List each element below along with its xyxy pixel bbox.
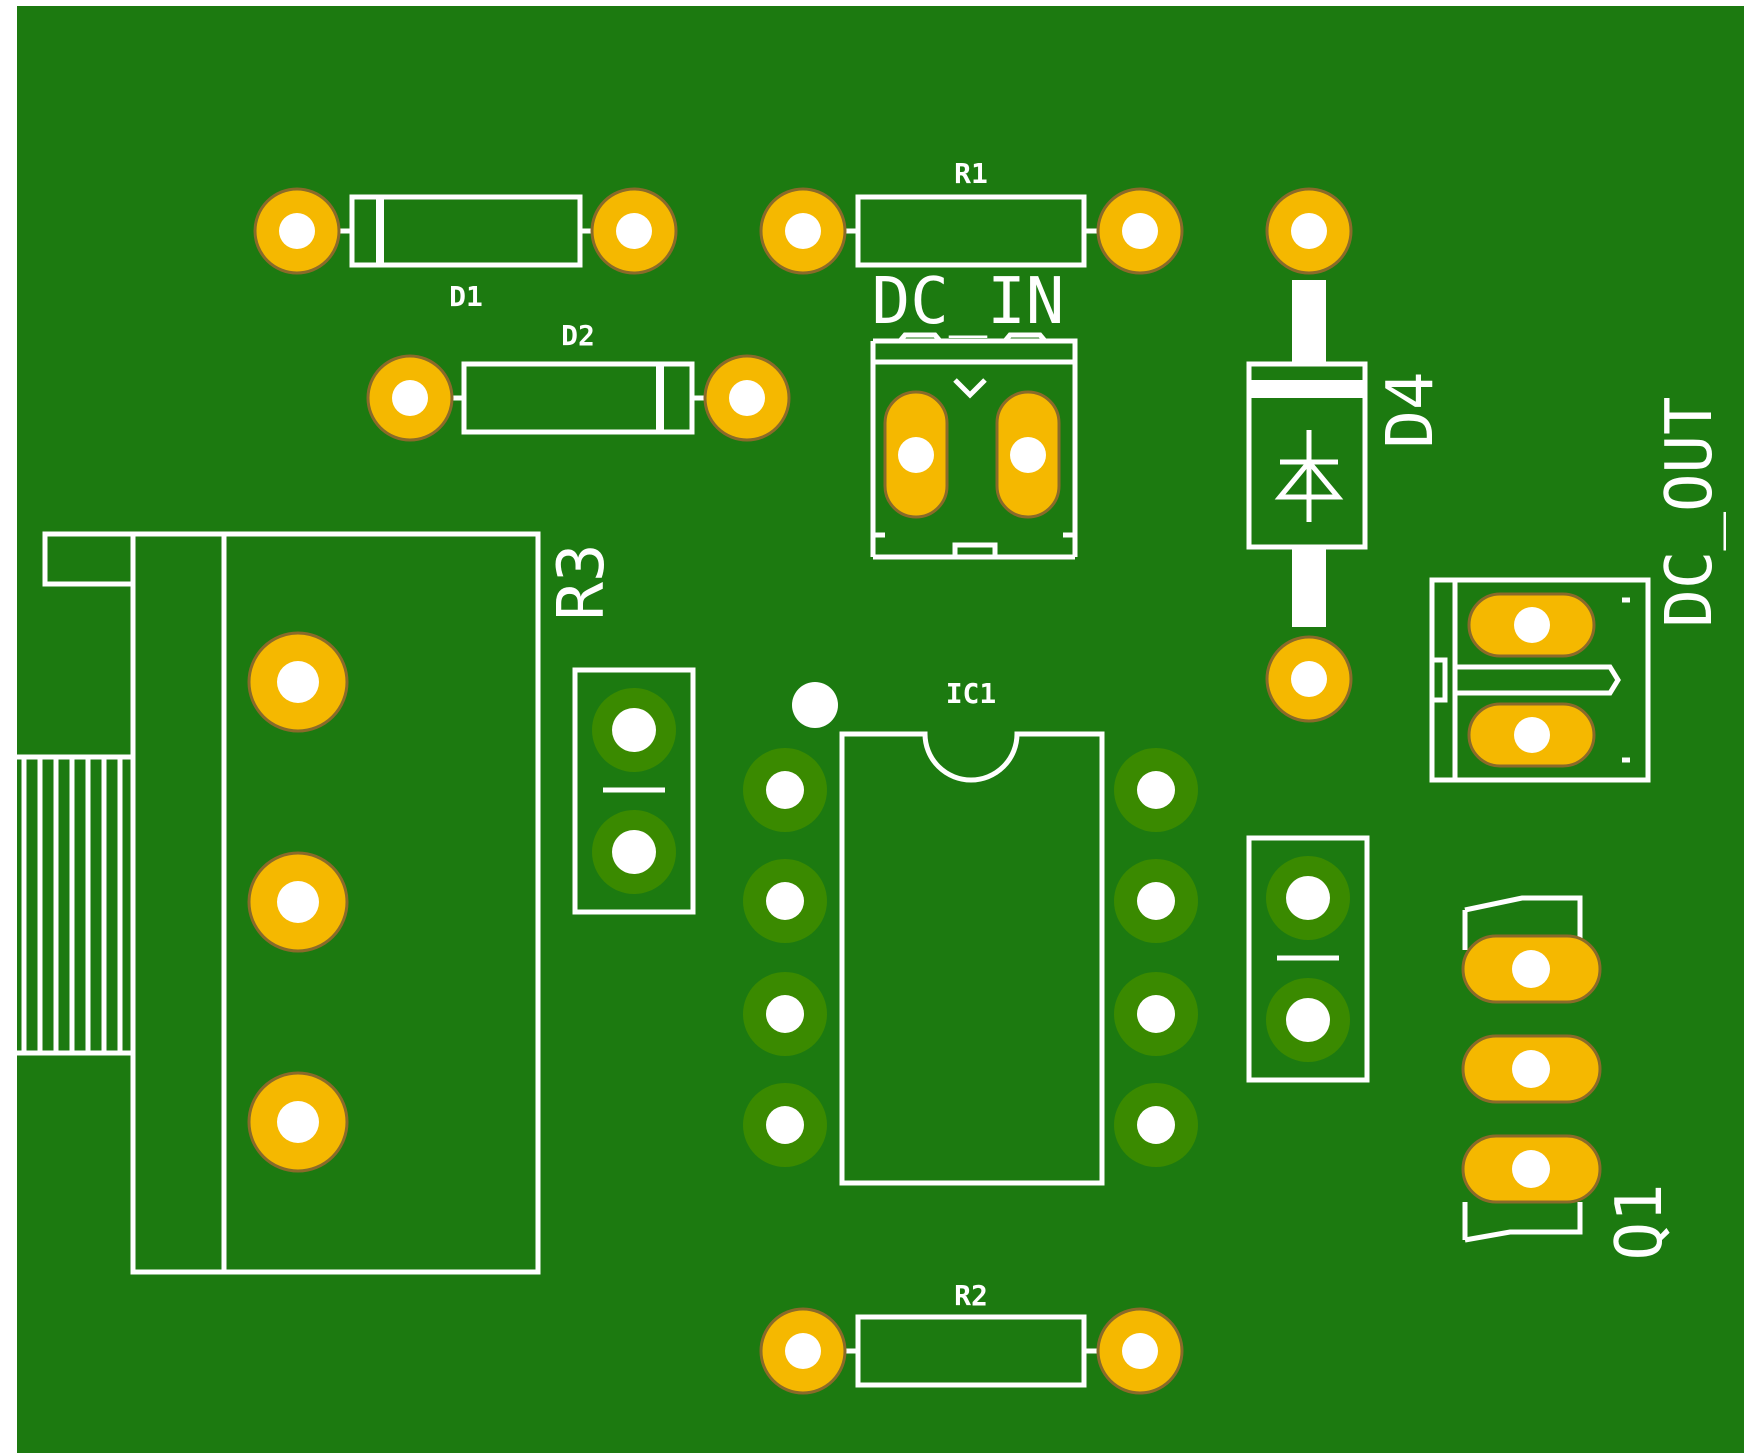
r1-label: R1 [954, 157, 988, 190]
jumper-left [572, 667, 696, 915]
diode-d1: D1 [253, 187, 678, 313]
d2-label: D2 [561, 319, 595, 352]
r2-label: R2 [954, 1279, 988, 1312]
ic1-label: IC1 [946, 677, 997, 710]
resistor-r1: R1 [759, 157, 1184, 275]
d1-label: D1 [449, 280, 483, 313]
jumper-right [1246, 835, 1370, 1083]
r3-label: R3 [545, 543, 619, 620]
potentiometer-r3: R3 [17, 531, 619, 1275]
d4-label: D4 [1374, 371, 1448, 448]
connector-dc-in: DC_IN [870, 265, 1078, 560]
connector-dc-out: DC_OUT [1429, 396, 1727, 783]
pin1-marker [792, 682, 838, 728]
dc-in-label: DC_IN [872, 265, 1065, 339]
resistor-r2: R2 [759, 1279, 1184, 1395]
dc-out-label: DC_OUT [1653, 396, 1727, 627]
diode-d2: D2 [366, 319, 791, 442]
ic1-dip8: IC1 [743, 677, 1198, 1186]
diode-d4: D4 [1246, 187, 1448, 723]
transistor-q1: Q1 [1461, 895, 1677, 1261]
q1-label: Q1 [1603, 1183, 1677, 1260]
